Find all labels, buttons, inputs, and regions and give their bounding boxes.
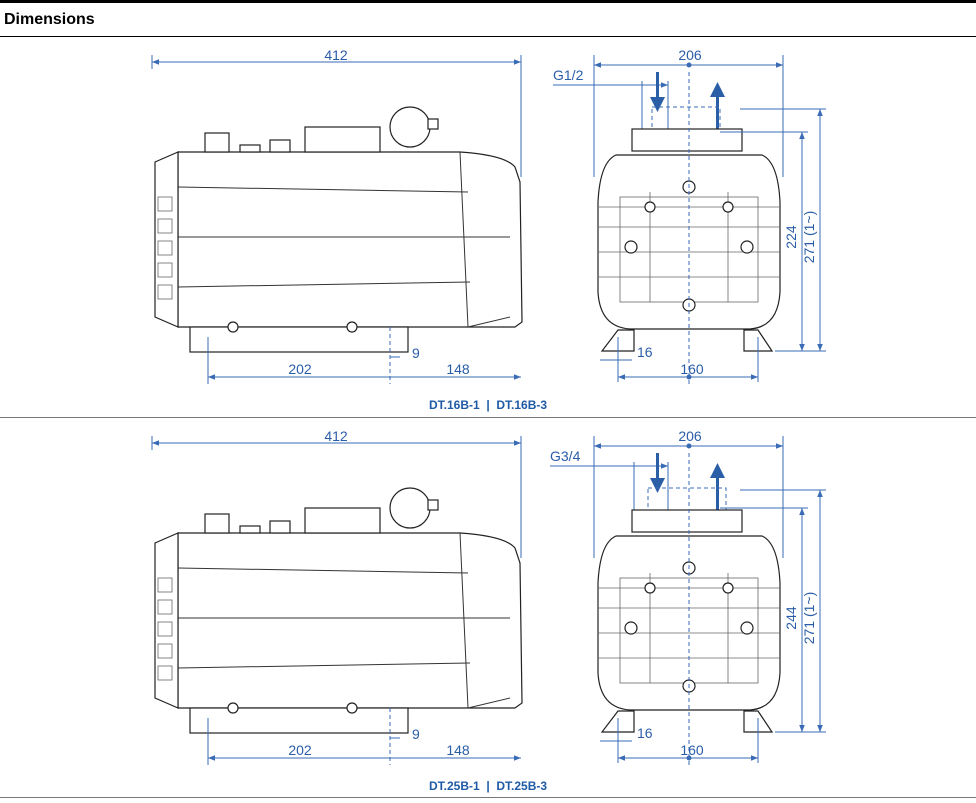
drawing-16b: 412: [151, 47, 826, 412]
front-foot-width-dim: 16: [637, 344, 653, 360]
front-foot-spacing-dim: 160: [680, 361, 704, 377]
side-view: 412: [151, 47, 523, 384]
side-overhang-dim: 148: [446, 361, 470, 377]
port-size-label: G1/2: [553, 67, 584, 83]
side-foot-spacing-dim: 202: [288, 742, 312, 758]
side-length-dim: 412: [324, 428, 348, 444]
port-height-dim: 244: [783, 606, 799, 630]
front-foot-width-dim: 16: [637, 725, 653, 741]
side-overhang-dim: 148: [446, 742, 470, 758]
front-width-dim: 206: [678, 428, 702, 444]
side-foot-offset-dim: 9: [412, 345, 420, 361]
total-height-dim: 271 (1~): [801, 211, 817, 264]
side-foot-offset-dim: 9: [412, 726, 420, 742]
front-view: 206 G3/4: [550, 428, 826, 768]
port-height-dim: 224: [783, 225, 799, 249]
side-length-dim: 412: [324, 47, 348, 63]
side-foot-spacing-dim: 202: [288, 361, 312, 377]
total-height-dim: 271 (1~): [801, 592, 817, 645]
page-title: Dimensions: [4, 11, 95, 28]
front-foot-spacing-dim: 160: [680, 742, 704, 758]
dimension-section-1: 412: [0, 37, 976, 418]
model-caption: DT.25B-1 | DT.25B-3: [429, 779, 547, 793]
side-view: 412 202 9: [151, 428, 523, 765]
front-width-dim: 206: [678, 47, 702, 63]
model-caption: DT.16B-1 | DT.16B-3: [429, 398, 547, 412]
port-size-label: G3/4: [550, 448, 581, 464]
front-view: 206 G1/2: [553, 47, 826, 387]
dimension-section-2: 412 202 9: [0, 418, 976, 798]
drawing-25b: 412 202 9: [151, 428, 826, 793]
section-header: Dimensions: [0, 0, 976, 37]
